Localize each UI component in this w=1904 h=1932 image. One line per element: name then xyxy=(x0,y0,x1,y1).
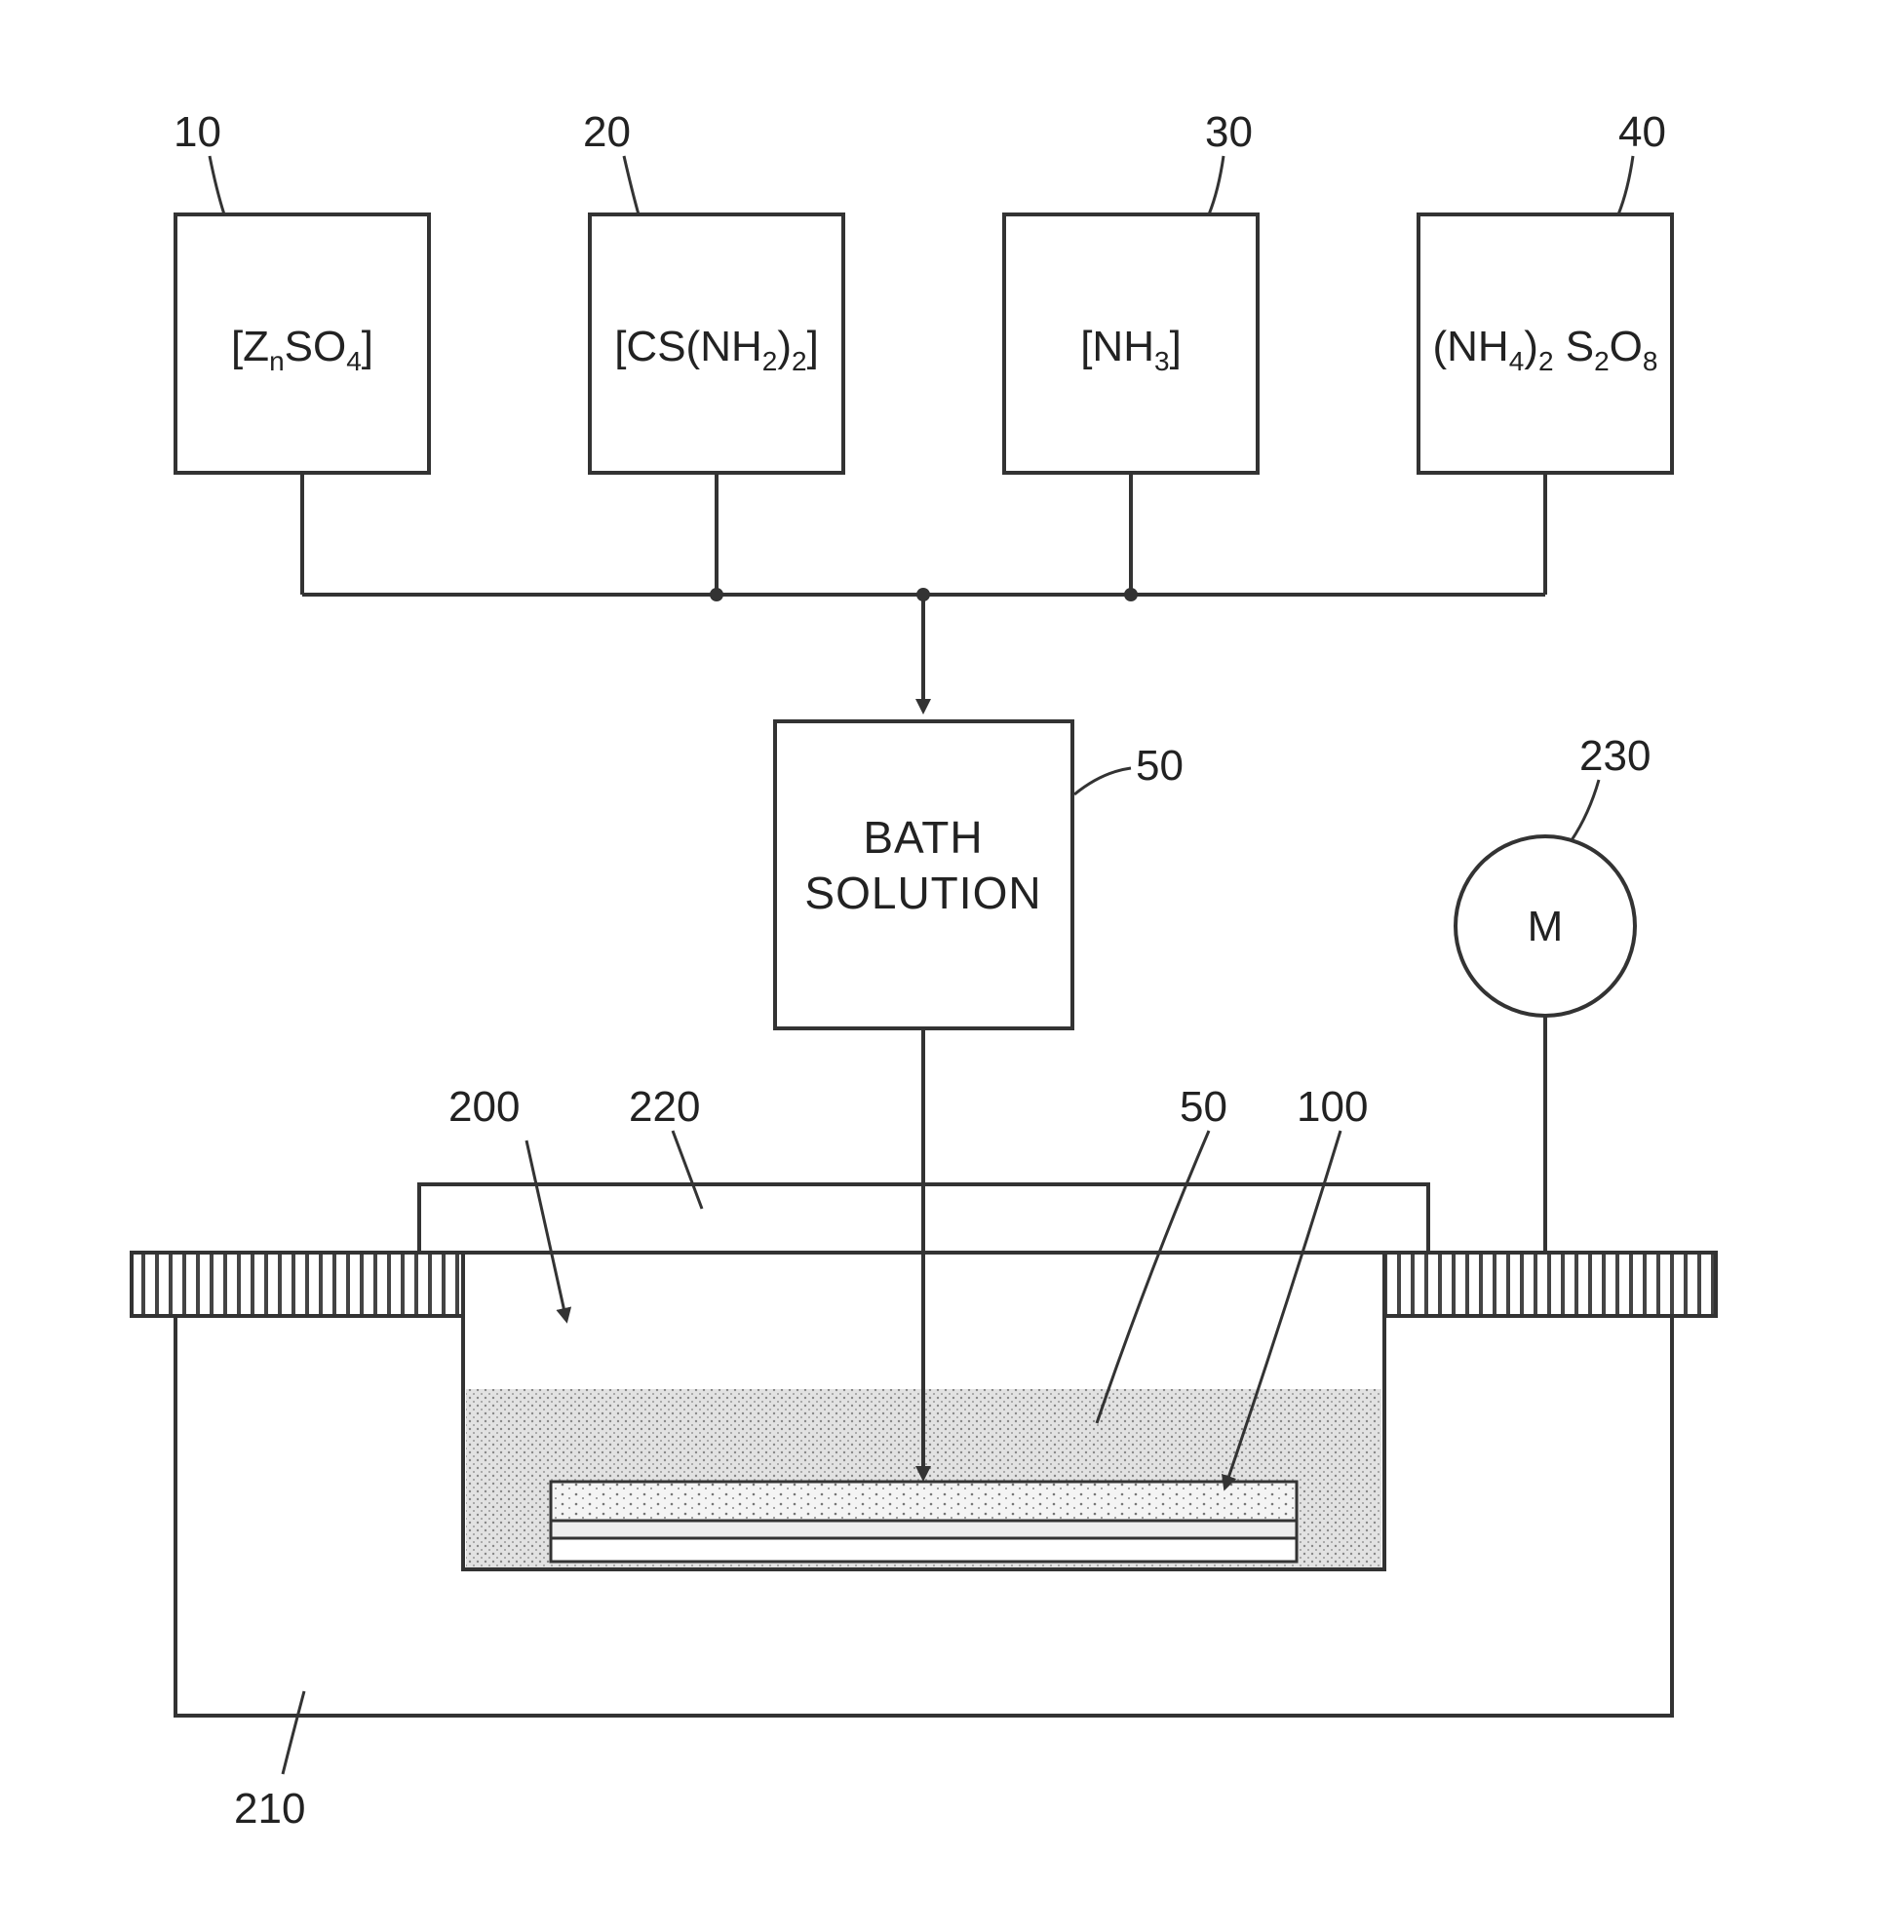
leader-50-bath xyxy=(1074,768,1131,794)
ref-numeral-210: 210 xyxy=(234,1785,305,1833)
leader-230 xyxy=(1572,780,1599,840)
chemical-box-zinc-sulfate: [ZnSO4] xyxy=(175,214,429,473)
ref-numeral-10: 10 xyxy=(174,108,221,156)
ammonia-label: [NH3] xyxy=(1080,323,1182,376)
ring-gear-left xyxy=(132,1253,463,1316)
ref-numeral-20: 20 xyxy=(583,108,631,156)
motor-label: M xyxy=(1528,903,1564,950)
persulfate-label: (NH4)2 S2O8 xyxy=(1433,323,1658,376)
substrate-100 xyxy=(551,1482,1297,1562)
ref-numeral-50-bath: 50 xyxy=(1136,742,1184,790)
ref-numeral-30: 30 xyxy=(1205,108,1253,156)
ref-numeral-220: 220 xyxy=(629,1083,700,1131)
leader-20 xyxy=(624,156,639,214)
leader-40 xyxy=(1618,156,1633,214)
chemical-box-persulfate: (NH4)2 S2O8 xyxy=(1418,214,1672,473)
supply-manifold xyxy=(302,473,1545,707)
junction-dot xyxy=(1124,588,1138,601)
ref-numeral-230: 230 xyxy=(1579,732,1651,780)
thiourea-label: [CS(NH2)2] xyxy=(614,323,819,376)
ref-numeral-100: 100 xyxy=(1297,1083,1368,1131)
leader-220 xyxy=(673,1131,702,1209)
chemical-box-ammonia: [NH3] xyxy=(1004,214,1258,473)
motor: M xyxy=(1456,836,1635,1253)
ref-numeral-40: 40 xyxy=(1618,108,1666,156)
ring-gear-right xyxy=(1384,1253,1716,1316)
leader-10 xyxy=(210,156,224,214)
junction-dot xyxy=(710,588,723,601)
ref-numeral-50-tank: 50 xyxy=(1180,1083,1227,1131)
leader-210 xyxy=(283,1691,304,1774)
zinc-sulfate-label: [ZnSO4] xyxy=(231,323,373,376)
leader-30 xyxy=(1209,156,1224,214)
bath-label-line2: SOLUTION xyxy=(804,868,1041,918)
ref-numeral-200: 200 xyxy=(448,1083,520,1131)
bath-solution-box: BATH SOLUTION xyxy=(775,721,1072,1028)
bath-label-line1: BATH xyxy=(863,812,983,863)
chemical-box-thiourea: [CS(NH2)2] xyxy=(590,214,843,473)
